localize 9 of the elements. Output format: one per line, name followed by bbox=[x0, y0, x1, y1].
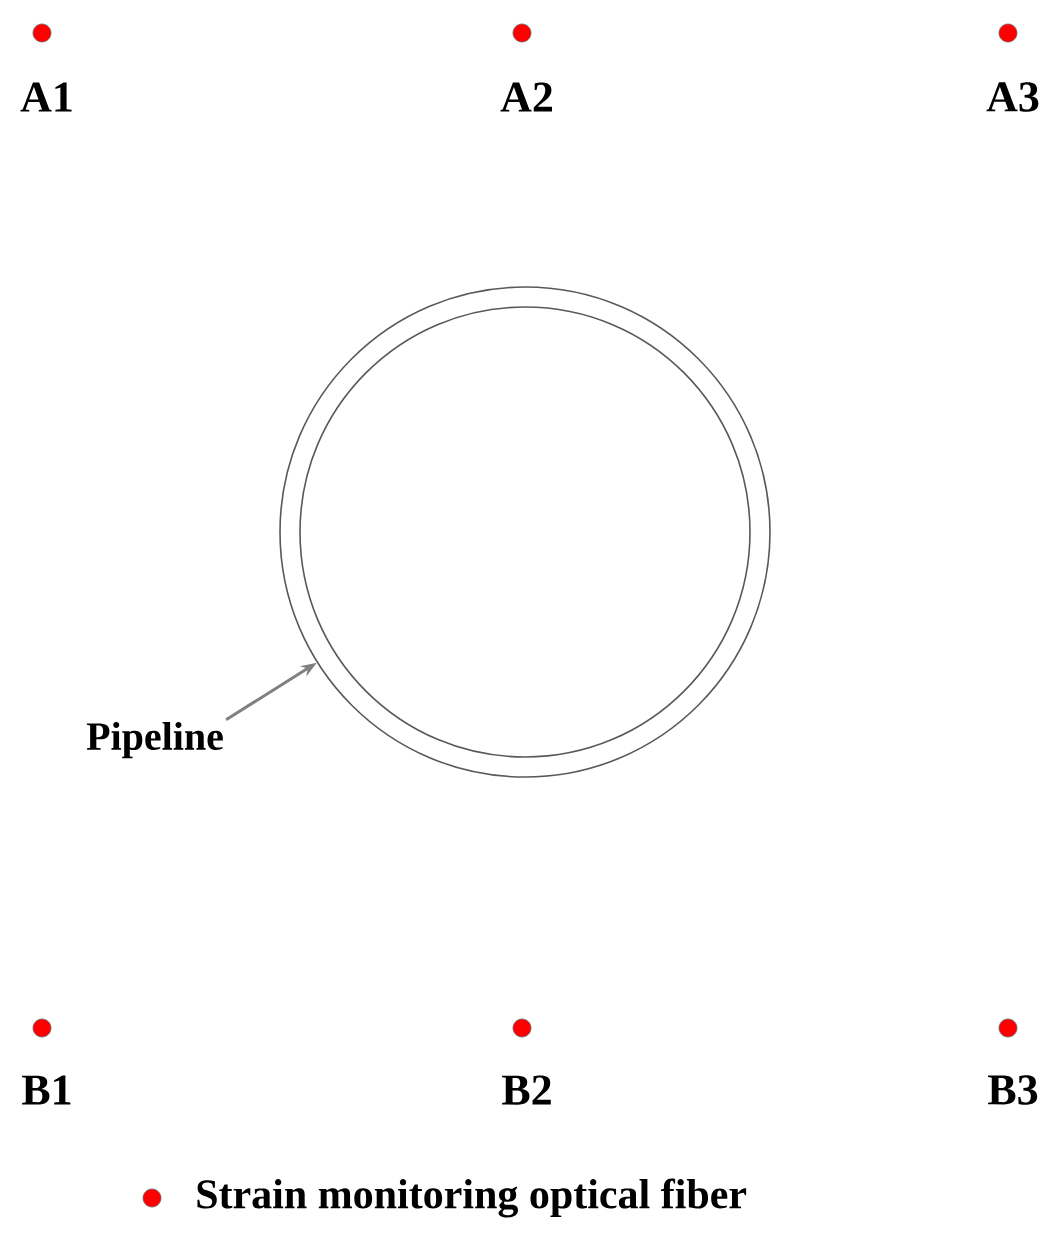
point-label: A3 bbox=[986, 82, 1039, 112]
point-label: A1 bbox=[20, 82, 72, 112]
point-label: B1 bbox=[22, 1075, 71, 1105]
point-label: A2 bbox=[500, 82, 552, 112]
point-label: B2 bbox=[502, 1075, 551, 1105]
legend-text: Strain monitoring optical fiber bbox=[197, 1178, 747, 1218]
part-label: Pipeline bbox=[86, 721, 223, 759]
point-label: B3 bbox=[988, 1075, 1038, 1105]
pipe-drawing bbox=[279, 286, 771, 778]
